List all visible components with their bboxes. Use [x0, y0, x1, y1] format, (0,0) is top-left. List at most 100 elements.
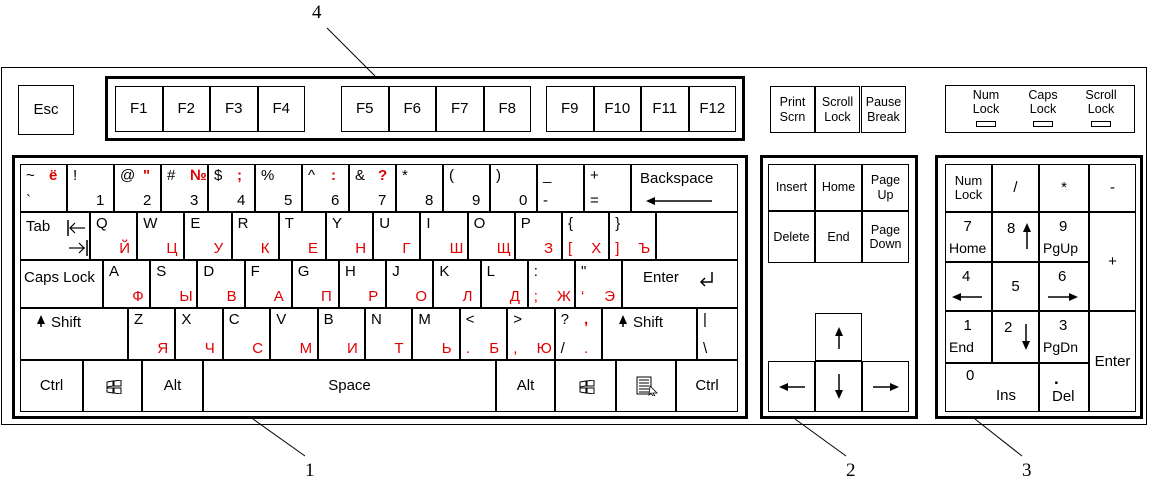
page-down-key[interactable]: Page Down	[862, 211, 909, 263]
key[interactable]: }]Ъ	[609, 212, 657, 260]
numpad-minus-key[interactable]: -	[1089, 164, 1136, 212]
key[interactable]: :;Ж	[527, 260, 575, 308]
key[interactable]: +=	[584, 164, 631, 212]
ctrl-key[interactable]: Ctrl	[676, 360, 738, 412]
num-lock-key[interactable]: Num Lock	[945, 164, 992, 212]
backspace-key[interactable]: Backspace	[631, 164, 738, 212]
key[interactable]: _-	[537, 164, 584, 212]
f-key[interactable]: F7	[436, 86, 484, 132]
key[interactable]: !1	[67, 164, 114, 212]
f-key[interactable]: F5	[341, 86, 389, 132]
pipe-key[interactable]: |\	[697, 308, 738, 360]
key[interactable]: @"2	[114, 164, 161, 212]
home-key[interactable]: Home	[815, 164, 862, 211]
numpad-6-key[interactable]: 6	[1039, 262, 1089, 311]
esc-key[interactable]: Esc	[18, 85, 74, 135]
numpad-4-key[interactable]: 4	[945, 262, 992, 311]
f-key[interactable]: F2	[162, 86, 210, 132]
system-key[interactable]: Print Scrn	[770, 86, 815, 133]
alt-key[interactable]: Alt	[142, 360, 203, 412]
key[interactable]: >,Ю	[507, 308, 555, 360]
f-key[interactable]: F9	[546, 86, 594, 132]
menu-key[interactable]	[616, 360, 676, 412]
space-key[interactable]: Space	[203, 360, 496, 412]
numpad-2-key[interactable]: 2	[992, 311, 1039, 363]
f-key[interactable]: F10	[593, 86, 641, 132]
caps-lock-key[interactable]: Caps Lock	[20, 260, 103, 308]
shift-key[interactable]: Shift	[602, 308, 697, 360]
numpad-enter-key[interactable]: Enter	[1089, 311, 1136, 412]
tab-key[interactable]: Tab	[20, 212, 90, 260]
key[interactable]: (9	[443, 164, 490, 212]
key[interactable]: ^:6	[302, 164, 349, 212]
numpad-del-key[interactable]: .Del	[1039, 363, 1089, 412]
blank-key[interactable]	[656, 212, 738, 260]
delete-key[interactable]: Delete	[768, 211, 815, 263]
key[interactable]: *8	[396, 164, 443, 212]
system-key[interactable]: Pause Break	[861, 86, 906, 133]
f-key[interactable]: F12	[688, 86, 736, 132]
key[interactable]: "‘Э	[575, 260, 623, 308]
f-key[interactable]: F6	[388, 86, 436, 132]
key[interactable]: ~ё`	[20, 164, 67, 212]
alt-key[interactable]: Alt	[496, 360, 555, 412]
key[interactable]: {[Х	[562, 212, 610, 260]
f-key[interactable]: F3	[210, 86, 258, 132]
arrow-down-key[interactable]	[815, 361, 862, 412]
windows-key[interactable]	[83, 360, 142, 412]
insert-key[interactable]: Insert	[768, 164, 815, 211]
numpad-plus-key[interactable]: +	[1089, 212, 1136, 311]
key[interactable]: %5	[255, 164, 302, 212]
f-key[interactable]: F4	[257, 86, 305, 132]
f-key[interactable]: F11	[641, 86, 689, 132]
key[interactable]: ?,/.	[554, 308, 602, 360]
arrow-left-key[interactable]	[768, 361, 815, 412]
ctrl-key[interactable]: Ctrl	[20, 360, 83, 412]
enter-key[interactable]: Enter	[622, 260, 738, 308]
key[interactable]: <.Б	[459, 308, 508, 360]
key[interactable]: $;4	[208, 164, 255, 212]
numpad-slash-key[interactable]: /	[992, 164, 1039, 212]
f-key[interactable]: F8	[483, 86, 531, 132]
system-key[interactable]: Scroll Lock	[815, 86, 860, 133]
key[interactable]: )0	[490, 164, 537, 212]
end-key[interactable]: End	[815, 211, 862, 263]
arrow-right-key[interactable]	[862, 361, 909, 412]
arrow-up-key[interactable]	[815, 313, 862, 361]
numpad-8-key[interactable]: 8	[992, 212, 1039, 262]
page-up-key[interactable]: Page Up	[862, 164, 909, 211]
key[interactable]: &?7	[349, 164, 396, 212]
